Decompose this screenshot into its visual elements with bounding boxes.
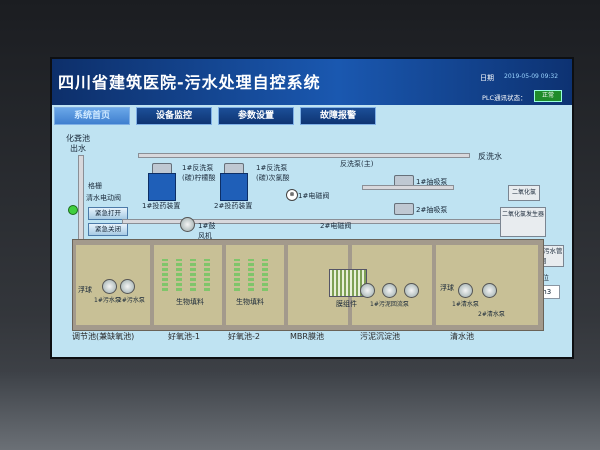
backwash-acid-pump-label: 1#反洗泵(碳)柠檬酸 (182, 164, 216, 182)
inlet-pipe (78, 155, 84, 243)
clear-pump-2-icon[interactable] (482, 283, 497, 298)
date-label: 日期 (480, 74, 494, 82)
lift-pump-1-icon[interactable] (102, 279, 117, 294)
tab-equipment-monitor[interactable]: 设备监控 (136, 107, 212, 125)
suction-pump2-label: 2#抽吸泵 (416, 206, 448, 214)
solenoid-valve-2-label: 2#电磁阀 (320, 222, 352, 230)
sludge-pump-2-icon[interactable] (382, 283, 397, 298)
plc-status-label: PLC通讯状态： (482, 94, 527, 102)
bio-media-2c (262, 259, 268, 291)
sludge-pump-1-icon[interactable] (360, 283, 375, 298)
tab-parameter-settings[interactable]: 参数设置 (218, 107, 294, 125)
clear-pump-2-label: 2#清水泵 (478, 311, 505, 318)
zone-aerobic-1-label: 好氧池-1 (168, 332, 200, 341)
zone-aerobic-2-label: 好氧池-2 (228, 332, 260, 341)
doser2-tank[interactable] (220, 173, 248, 201)
lift-pump-1-label: 1#污水泵 (94, 297, 121, 304)
page-title: 四川省建筑医院-污水处理自控系统 (58, 73, 321, 92)
bio-media-1b (176, 259, 182, 291)
bio-fill-1-label: 生物填料 (176, 298, 204, 306)
sludge-pump-label: 1#污泥回流泵 (370, 301, 409, 308)
backwash-pipe (138, 153, 470, 158)
plc-status-badge: 正常 (534, 90, 562, 102)
bio-media-1a (162, 259, 168, 291)
float-switch-2-label: 浮球 (440, 284, 454, 292)
hmi-screen: 四川省建筑医院-污水处理自控系统 日期 2019-05-09 09:32 PLC… (50, 57, 574, 359)
suction-pipe (362, 185, 454, 190)
septic-tank-outlet-label: 出水 (70, 144, 86, 153)
zone-sludge-label: 污泥沉淀池 (360, 332, 400, 341)
header-bar: 四川省建筑医院-污水处理自控系统 日期 2019-05-09 09:32 PLC… (52, 59, 572, 105)
bio-media-1d (204, 259, 210, 291)
lift-pump-2-label: 2#污水泵 (118, 297, 145, 304)
bio-fill-2-label: 生物填料 (236, 298, 264, 306)
nav-tabs: 系统首页 设备监控 参数设置 故障报警 (52, 107, 572, 125)
bio-media-2a (234, 259, 240, 291)
backwash-naclo-pump-label: 1#反洗泵(碳)次氯酸 (256, 164, 290, 182)
sludge-pump-3-icon[interactable] (404, 283, 419, 298)
backwash-water-label: 反洗水 (478, 152, 502, 161)
doser2-label: 2#投药装置 (214, 202, 253, 210)
hmi-bezel-bottom (0, 372, 600, 450)
suction-pump2-icon[interactable] (394, 203, 414, 215)
tab-home[interactable]: 系统首页 (54, 107, 130, 125)
lift-pump-2-icon[interactable] (120, 279, 135, 294)
date-value: 2019-05-09 09:32 (504, 73, 559, 80)
emergency-open-button[interactable]: 紧急打开 (88, 207, 128, 220)
tab-fault-alarm[interactable]: 故障报警 (300, 107, 376, 125)
grid-label: 格栅 (88, 182, 102, 190)
backwash-main-pump-label: 反洗泵(主) (340, 160, 374, 168)
zone-clear-water-label: 清水池 (450, 332, 474, 341)
float-switch-1-label: 浮球 (78, 286, 92, 294)
valve-status-lamp (68, 205, 78, 215)
bio-media-1c (190, 259, 196, 291)
solenoid-valve-1-label: 1#电磁阀 (298, 192, 330, 200)
chlorine-dioxide-device[interactable]: 二氧化氯 (508, 185, 540, 201)
bio-media-2b (248, 259, 254, 291)
septic-tank-label: 化粪池 (66, 134, 90, 143)
suction-pump1-label: 1#抽吸泵 (416, 178, 448, 186)
zone-regulating-label: 调节池(兼缺氧池) (72, 332, 135, 341)
clear-pump-1-icon[interactable] (458, 283, 473, 298)
chlorine-dioxide-generator[interactable]: 二氧化氯发生器 (500, 207, 546, 237)
doser1-tank[interactable] (148, 173, 176, 201)
solenoid-valve-1[interactable]: ⊗ (286, 189, 298, 201)
zone-mbr-label: MBR膜池 (290, 332, 324, 341)
membrane-label: 膜组件 (336, 300, 357, 308)
clean-water-valve-label: 清水电动阀 (86, 194, 121, 202)
doser1-label: 1#投药装置 (142, 202, 181, 210)
clear-pump-1-label: 1#清水泵 (452, 301, 479, 308)
blower-icon[interactable] (180, 217, 195, 232)
blower-label: 1#鼓风机 (198, 222, 216, 240)
emergency-close-button[interactable]: 紧急关闭 (88, 223, 128, 236)
